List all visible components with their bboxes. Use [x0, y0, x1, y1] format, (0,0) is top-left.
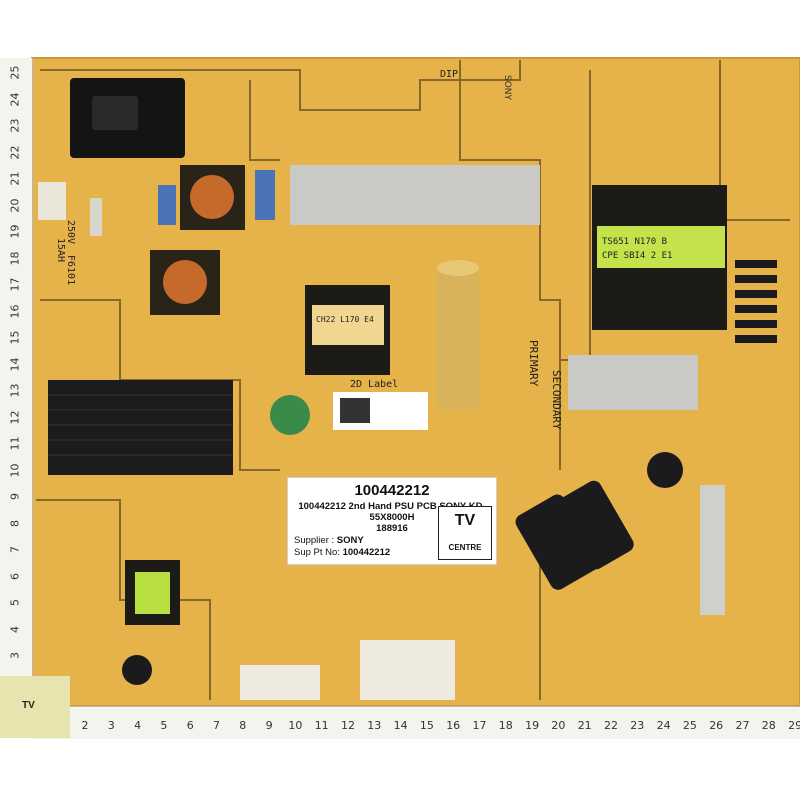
ruler-v-number: 5 [8, 599, 22, 606]
ruler-h-number: 9 [265, 719, 273, 732]
connector-bottom-1 [240, 665, 320, 700]
sticker-supplier: Supplier : SONY [294, 535, 490, 546]
ruler-h-number: 22 [604, 719, 618, 732]
ruler-h-number: 23 [630, 719, 645, 732]
ruler-v-number: 18 [8, 251, 22, 265]
product-sticker: 100442212 100442212 2nd Hand PSU PCB SON… [287, 477, 497, 565]
board-text-transformer-1: TS651 N170 B [602, 237, 667, 247]
ruler-h-number: 21 [577, 719, 592, 732]
varistor [270, 395, 310, 435]
ruler-v-number: 22 [8, 145, 22, 159]
ruler-h-number: 11 [314, 719, 329, 732]
cap-b [556, 480, 634, 570]
ruler-h-number: 6 [186, 719, 194, 732]
board-text-transformer-2: CPE SBI4 2 E1 [602, 251, 672, 261]
heatsink-right [568, 355, 698, 410]
ruler-h-number: 28 [761, 719, 776, 732]
bulk-capacitor [437, 265, 479, 410]
ruler-v-number: 7 [8, 546, 22, 553]
ruler-h-number: 27 [735, 719, 750, 732]
ruler-h-number: 3 [107, 719, 115, 732]
ruler-corner [0, 676, 70, 738]
ruler-v-number: 10 [8, 463, 22, 477]
ruler-h-number: 12 [341, 719, 355, 732]
ruler-h-number: 14 [393, 719, 408, 732]
tv-centre-logo: TV CENTRE [438, 506, 492, 560]
ruler-h-number: 13 [367, 719, 382, 732]
ruler-h-number: 15 [419, 719, 434, 732]
ruler-h-number: 10 [288, 719, 303, 732]
heatsink-top [290, 165, 540, 225]
ruler-h-number: 17 [472, 719, 487, 732]
ruler-h-number: 8 [239, 719, 247, 732]
sticker-ref: 188916 [376, 523, 408, 534]
fuse [90, 198, 102, 236]
sticker-part: Sup Pt No: 100442212 [294, 547, 490, 558]
board-text-primary: PRIMARY [527, 340, 540, 387]
sticker-part-value: 100442212 [342, 547, 391, 558]
ruler-h-number: 4 [134, 719, 142, 732]
ruler-v-number: 8 [8, 519, 22, 527]
ruler-v-number: 14 [8, 357, 22, 371]
ruler-v-number: 16 [8, 304, 22, 318]
ruler-v-number: 6 [8, 572, 22, 580]
ruler-v-number: 20 [8, 198, 22, 212]
ruler-v-number: 21 [8, 171, 22, 186]
ruler-v-number: 24 [8, 92, 22, 106]
sticker-supplier-label: Supplier : [294, 535, 335, 546]
board-text-fuse-rating-2: 250V [65, 220, 76, 244]
ruler-v-number: 19 [8, 224, 22, 239]
ruler-v-number: 9 [8, 493, 22, 500]
sticker-code: 100442212 [354, 482, 430, 499]
sticker-description: 100442212 2nd Hand PSU PCB SONY KD-55X80… [298, 501, 486, 523]
corner-tag: TV [22, 700, 35, 711]
heatsink-left [48, 380, 233, 475]
ruler-v-number: 4 [8, 625, 22, 633]
board-text-maker: SONY [502, 75, 512, 101]
ruler-v-number: 15 [8, 330, 22, 345]
bracket [700, 485, 725, 615]
sticker-part-label: Sup Pt No: [294, 547, 340, 558]
connector-left [38, 182, 66, 220]
board-text-dip: DIP [440, 69, 458, 80]
ruler-v-number: 17 [8, 277, 22, 292]
ruler-h-number: 7 [213, 719, 220, 732]
ruler-v-number: 11 [8, 436, 22, 451]
ruler-h-number: 18 [498, 719, 513, 732]
ruler-h-number: 2 [81, 719, 89, 732]
cap-a [515, 494, 600, 590]
ruler-h-number: 16 [446, 719, 461, 732]
board-text-fuse-rating-1: 15AH [55, 238, 66, 262]
logo-bottom-text: CENTRE [448, 543, 482, 552]
ruler-v-number: 25 [8, 65, 22, 80]
ruler-v-number: 3 [8, 652, 22, 659]
board-text-label-2d: 2D Label [350, 379, 398, 390]
ruler-h-number: 20 [551, 719, 566, 732]
board-text-fuse-id: F6101 [65, 255, 76, 285]
board-text-coil: CH22 L170 E4 [316, 315, 374, 324]
ruler-h-number: 24 [656, 719, 671, 732]
ruler-v-number: 23 [8, 118, 22, 133]
connector-bottom-2 [360, 640, 455, 700]
ruler-h-number: 26 [709, 719, 724, 732]
ruler-h-number: 29 [788, 719, 800, 732]
sticker-supplier-value: SONY [336, 535, 364, 546]
board-text-secondary: SECONDARY [550, 370, 563, 430]
ruler-v-number: 12 [8, 410, 22, 424]
ruler-v-number: 13 [8, 383, 22, 398]
ruler-h-number: 25 [682, 719, 697, 732]
logo-top-text: TV [454, 512, 476, 529]
ruler-h-number: 19 [525, 719, 540, 732]
ruler-h-number: 5 [160, 719, 168, 732]
